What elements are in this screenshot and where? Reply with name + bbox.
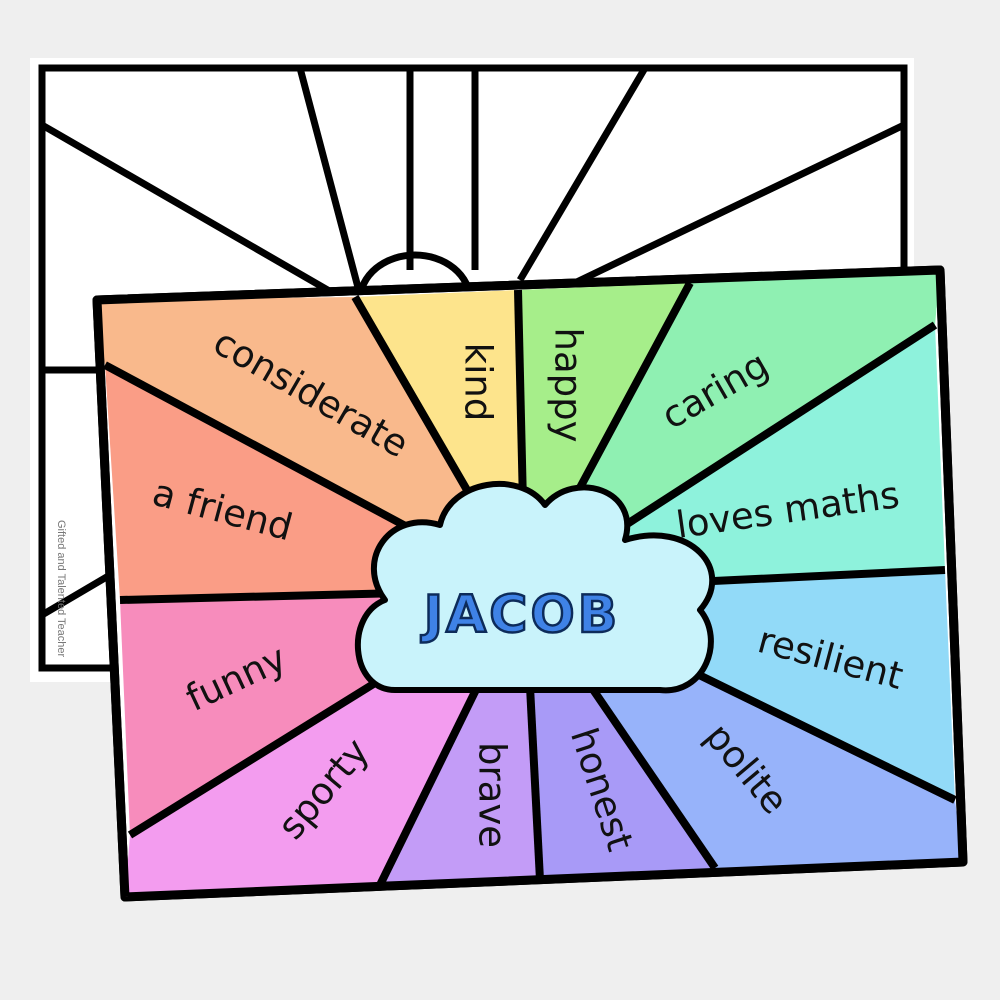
wedge-considerate (97, 297, 525, 590)
student-name: JACOB (421, 585, 621, 645)
watermark-text: Gifted and Talented Teacher (55, 520, 67, 658)
word-label: kind (457, 343, 500, 422)
front-sheet: considerate kind happy caring loves math… (92, 265, 968, 902)
wedge-caring (525, 270, 940, 590)
word-label: happy (547, 328, 590, 443)
name-cloud: JACOB (354, 481, 716, 694)
word-label: brave (471, 742, 514, 848)
